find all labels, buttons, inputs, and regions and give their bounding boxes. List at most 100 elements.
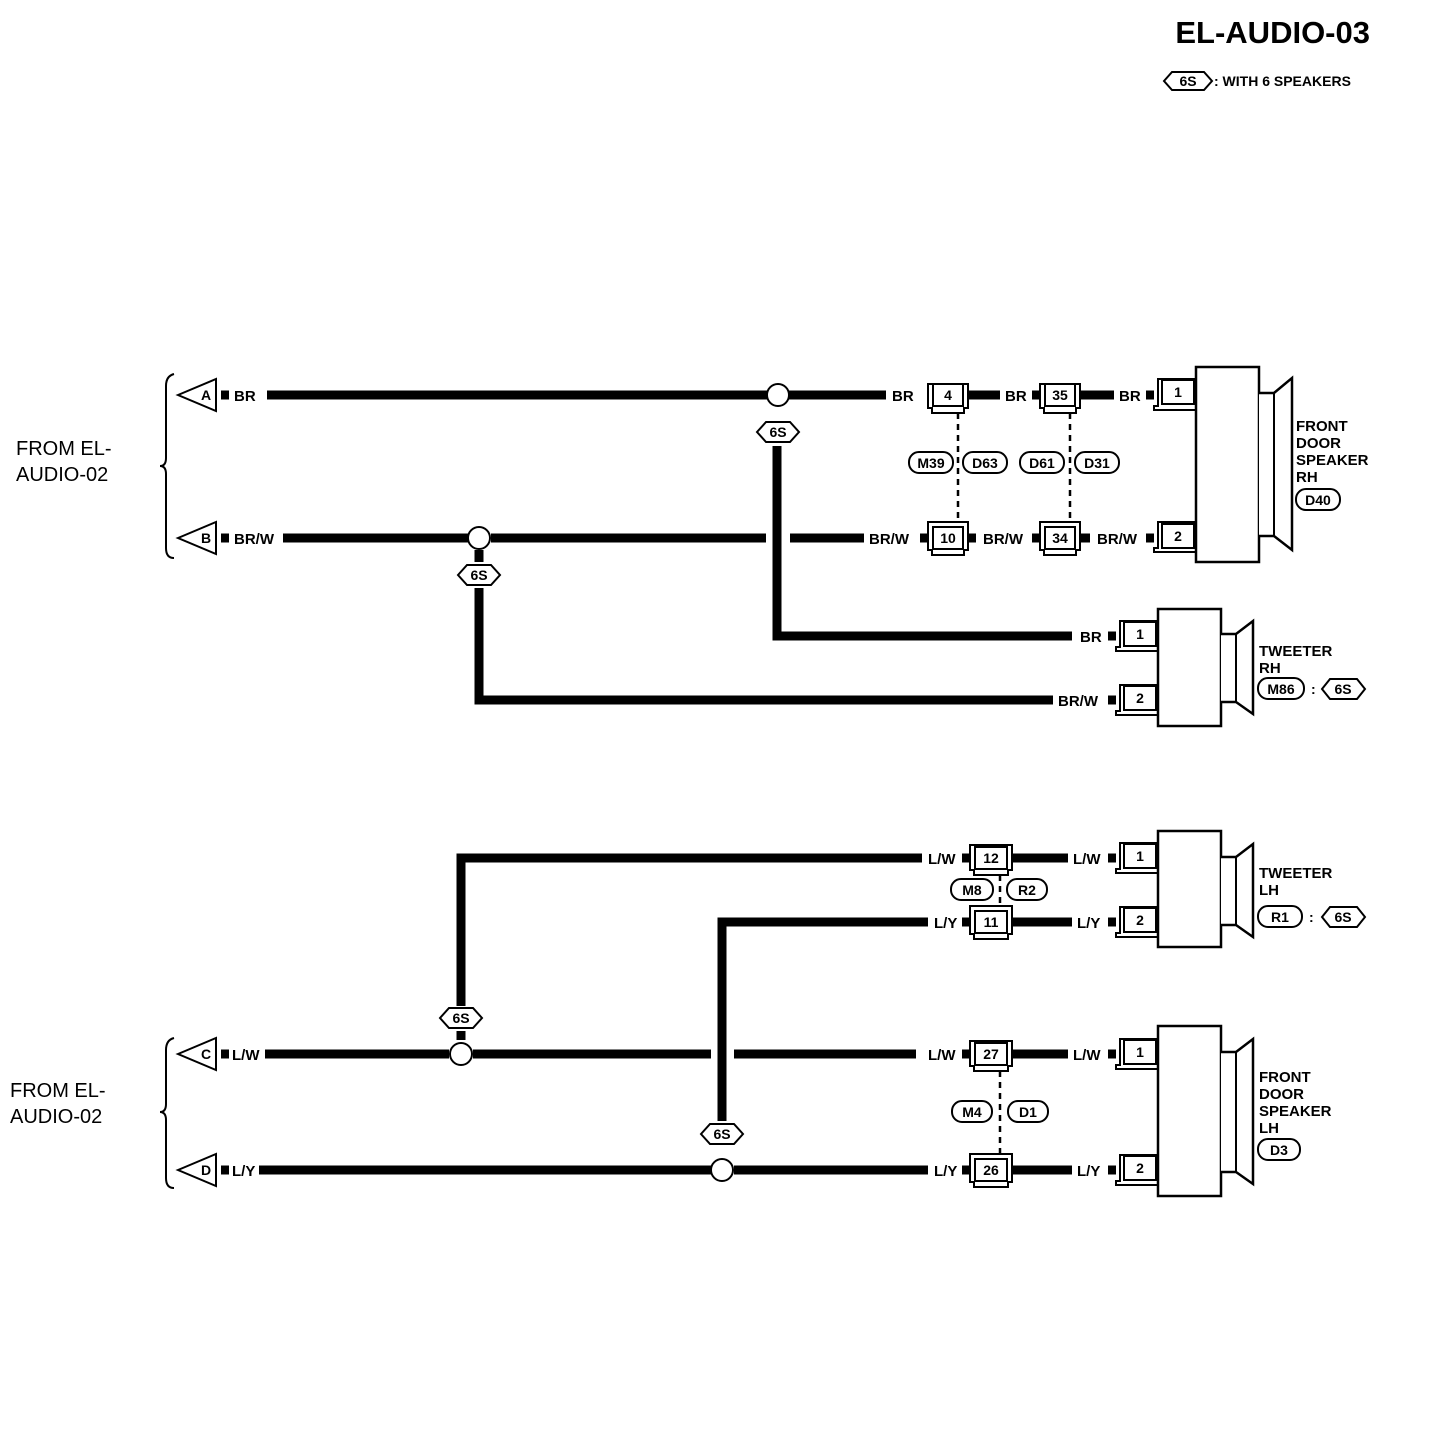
wire-label: L/W [232, 1047, 260, 1064]
tweeter-body [1156, 607, 1223, 728]
option-tag-c: 6S [438, 1007, 484, 1029]
pin-2: 2 [1174, 528, 1182, 544]
svg-text:RH: RH [1259, 660, 1281, 677]
svg-text:LH: LH [1259, 882, 1279, 899]
wires [221, 390, 1154, 1175]
option-tag-a: 6S [755, 421, 801, 443]
connector-d1: D1 [1019, 1104, 1037, 1120]
connector-d61: D61 [1029, 455, 1055, 471]
pin-10: 10 [940, 530, 956, 546]
svg-text:6S: 6S [713, 1126, 730, 1142]
from-label-top-line1: FROM EL- [16, 438, 112, 460]
from-label-bottom: FROM EL- AUDIO-02 [10, 1037, 175, 1189]
pin-1: 1 [1136, 848, 1144, 864]
legend-tag-shape [1162, 71, 1214, 91]
pin-35: 35 [1052, 387, 1068, 403]
pin-2: 2 [1136, 912, 1144, 928]
connector-m4-pill [951, 1100, 993, 1123]
svg-text:6S: 6S [452, 1010, 469, 1026]
option-tag-b: 6S [456, 564, 502, 586]
connector-d3: D3 [1270, 1142, 1288, 1158]
connector-m39: M39 [917, 455, 944, 471]
pin-1: 1 [1174, 384, 1182, 400]
option-tag-d: 6S [699, 1123, 745, 1145]
input-a: A [175, 377, 217, 413]
wire-label: BR [1119, 388, 1141, 405]
from-label-bottom-line1: FROM EL- [10, 1080, 106, 1102]
connector-m39-pill [908, 451, 954, 474]
front-door-speaker-rh: 1 2 FRONT DOOR SPEAKER RH D40 [1153, 365, 1369, 564]
wire-label: L/W [928, 1047, 956, 1064]
tweeter-body [1156, 829, 1223, 949]
speaker-cone-icon [1259, 375, 1294, 553]
pin-12: 12 [983, 850, 999, 866]
splice-a [766, 383, 790, 407]
svg-text:FRONT: FRONT [1296, 418, 1348, 435]
from-label-top: FROM EL- AUDIO-02 [16, 373, 175, 559]
wire-label: L/Y [934, 1163, 957, 1180]
wire-label: BR/W [234, 531, 275, 548]
svg-text:TWEETER: TWEETER [1259, 865, 1332, 882]
connector-d63: D63 [972, 455, 998, 471]
wire-label: BR [234, 388, 256, 405]
speaker-body [1194, 365, 1261, 564]
svg-text:TWEETER: TWEETER [1259, 643, 1332, 660]
tweeter-rh: 1 2 TWEETER RH M86 : 6S [1115, 607, 1367, 728]
wire-label: BR/W [1097, 531, 1138, 548]
wire-label: BR/W [869, 531, 910, 548]
svg-text:6S: 6S [1334, 681, 1351, 697]
splice-d [710, 1158, 734, 1182]
connector-d40: D40 [1305, 492, 1331, 508]
connector-d61-pill [1019, 451, 1065, 474]
connector-m8: M8 [962, 882, 982, 898]
svg-text:SPEAKER: SPEAKER [1259, 1103, 1332, 1120]
svg-text:FRONT: FRONT [1259, 1069, 1311, 1086]
brace-bottom [159, 1037, 175, 1189]
front-door-speaker-lh: 1 2 FRONT DOOR SPEAKER LH D3 [1115, 1024, 1332, 1198]
legend: 6S : WITH 6 SPEAKERS [1162, 71, 1351, 91]
svg-text:6S: 6S [470, 567, 487, 583]
wire-label: L/Y [1077, 1163, 1100, 1180]
wire-label: L/W [1073, 1047, 1101, 1064]
connector-ids: M39 D63 D61 D31 M8 R2 M4 D1 [908, 451, 1120, 1123]
connector-m4: M4 [962, 1104, 982, 1120]
speaker-body [1156, 1024, 1223, 1198]
splice-c [449, 1042, 473, 1066]
input-b: B [175, 520, 217, 556]
wire-label: BR [1080, 629, 1102, 646]
from-label-bottom-line2: AUDIO-02 [10, 1106, 102, 1128]
svg-text::: : [1311, 681, 1316, 697]
pin-34: 34 [1052, 530, 1068, 546]
connector-m8-pill [950, 878, 994, 901]
svg-text:DOOR: DOOR [1259, 1086, 1304, 1103]
wire-labels: BR BR BR BR BR BR/W BR/W BR/W BR/W BR/W … [232, 388, 1141, 1180]
connector-d63-pill [962, 451, 1008, 474]
from-label-top-line2: AUDIO-02 [16, 464, 108, 486]
wire-label: BR/W [983, 531, 1024, 548]
wire-label: L/W [1073, 851, 1101, 868]
wire-label: L/W [928, 851, 956, 868]
connector-d31: D31 [1084, 455, 1110, 471]
splice-b [467, 526, 491, 550]
svg-text:D: D [201, 1162, 211, 1178]
wire-label: L/Y [232, 1163, 255, 1180]
inline-connector-pins: 4 35 10 34 12 11 27 26 [927, 383, 1081, 1188]
pin-26: 26 [983, 1162, 999, 1178]
wire-label: BR [1005, 388, 1027, 405]
connector-r2-pill [1006, 878, 1048, 901]
connector-d31-pill [1074, 451, 1120, 474]
svg-text:6S: 6S [1334, 909, 1351, 925]
svg-text:6S: 6S [769, 424, 786, 440]
brace-top [159, 373, 175, 559]
wire-label: L/Y [934, 915, 957, 932]
pin-4: 4 [944, 387, 952, 403]
svg-text:B: B [201, 530, 211, 546]
input-d: D [175, 1152, 217, 1188]
connector-m86: M86 [1267, 681, 1294, 697]
svg-text:DOOR: DOOR [1296, 435, 1341, 452]
svg-text:A: A [201, 387, 211, 403]
pin-1: 1 [1136, 1044, 1144, 1060]
wire-label: BR/W [1058, 693, 1099, 710]
diagram-title: EL-AUDIO-03 [1175, 15, 1370, 50]
